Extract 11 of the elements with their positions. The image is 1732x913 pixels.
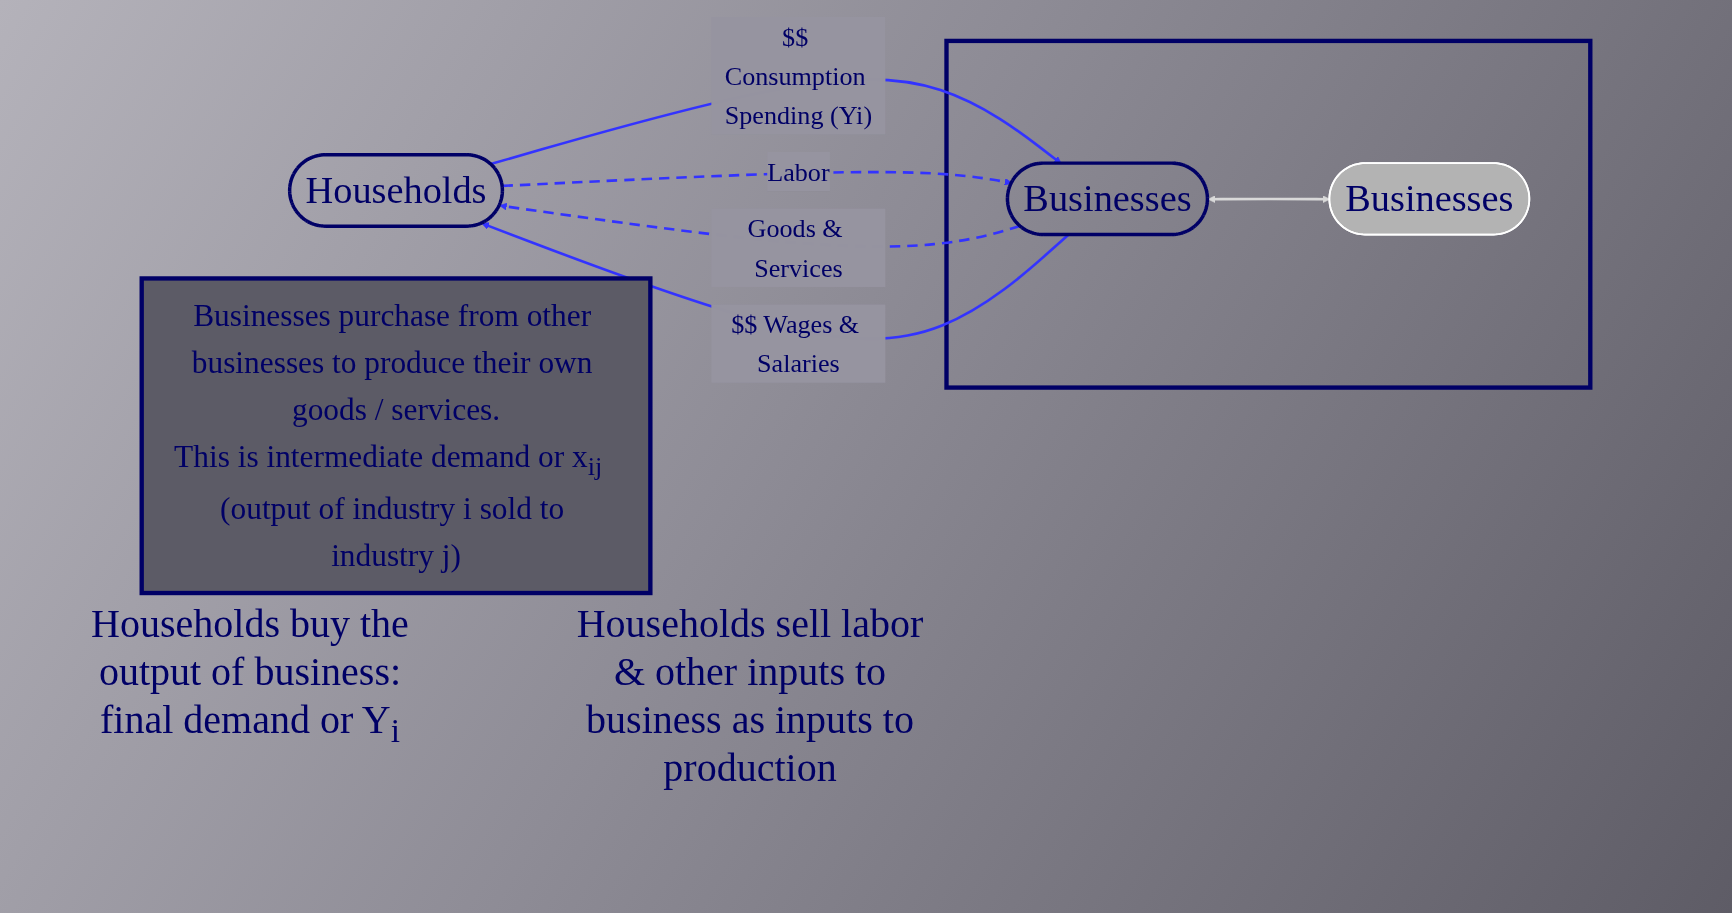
cluster	[944, 38, 1593, 390]
arrow	[502, 170, 1013, 188]
edge-label: Labor	[767, 157, 830, 186]
note-text: Households buy the output of business: final demand or Y$_{i}$	[90, 600, 410, 751]
node-text: Households	[305, 168, 487, 212]
node-text: Businesses	[1023, 177, 1192, 220]
edge-label: Goods & Services	[747, 213, 843, 282]
edge-label: $$ Consumption Spending (Yi)	[724, 22, 873, 130]
edge-label: $$ Wages & Salaries	[731, 309, 860, 378]
note-text: Households sell labor & other inputs to business as inputs to production	[575, 600, 925, 792]
node-box: Businesses purchase from other businesses to produce their own goods / services. This is intermediate demand or x$_{ij}$ (output of industry i sold to industry j)	[139, 276, 653, 596]
